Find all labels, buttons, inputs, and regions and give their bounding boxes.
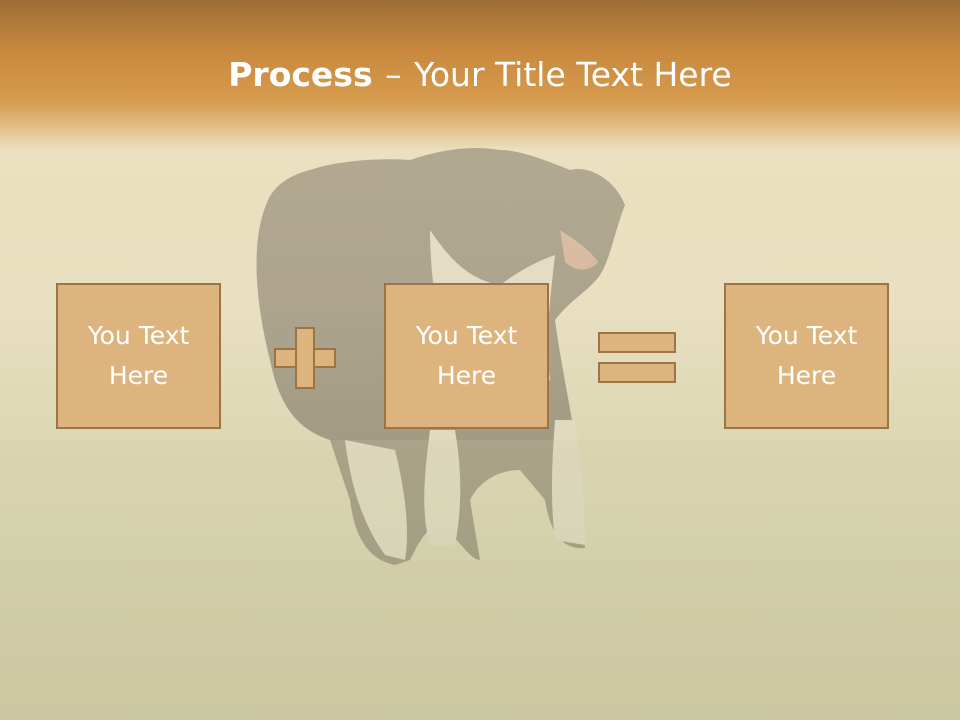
equals-top-bar xyxy=(598,332,676,353)
process-box-2[interactable]: You Text Here xyxy=(384,283,549,429)
title-dash: – xyxy=(385,55,402,94)
title-text: Your Title Text Here xyxy=(414,55,732,94)
slide-title[interactable]: Process – Your Title Text Here xyxy=(0,52,960,98)
process-box-3-label: You Text Here xyxy=(755,321,858,390)
title-band xyxy=(0,0,960,150)
equals-bottom-bar xyxy=(598,362,676,383)
equals-icon xyxy=(598,332,676,384)
plus-center xyxy=(297,350,313,366)
title-bold-word: Process xyxy=(228,55,373,94)
plus-icon xyxy=(274,327,336,389)
process-box-2-label: You Text Here xyxy=(415,321,518,390)
process-box-3[interactable]: You Text Here xyxy=(724,283,889,429)
process-box-1-label: You Text Here xyxy=(87,321,190,390)
process-box-1[interactable]: You Text Here xyxy=(56,283,221,429)
